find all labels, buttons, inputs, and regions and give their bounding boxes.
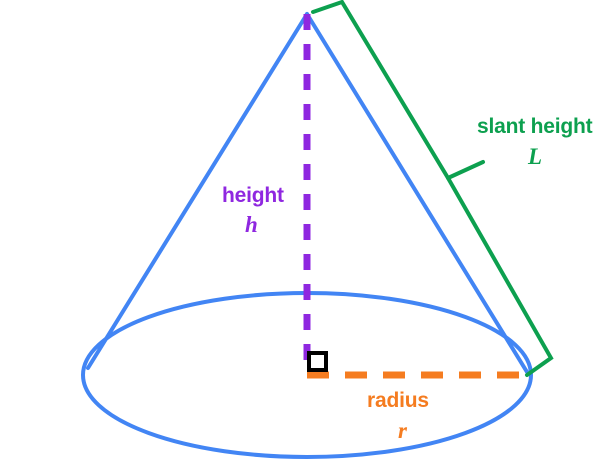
slant-height-pointer xyxy=(446,160,485,180)
height-label-symbol: h xyxy=(245,212,258,237)
slant-height-label-word: slant height xyxy=(477,115,593,138)
slant-height-bracket xyxy=(311,0,554,377)
height-label-word: height xyxy=(222,184,284,207)
slant-height-label-symbol: L xyxy=(528,144,543,169)
radius-label-word: radius xyxy=(367,389,429,412)
cone-right-side xyxy=(305,12,529,374)
cone-left-side xyxy=(86,12,309,370)
right-angle-marker xyxy=(307,351,328,372)
radius-label-symbol: r xyxy=(398,418,407,443)
